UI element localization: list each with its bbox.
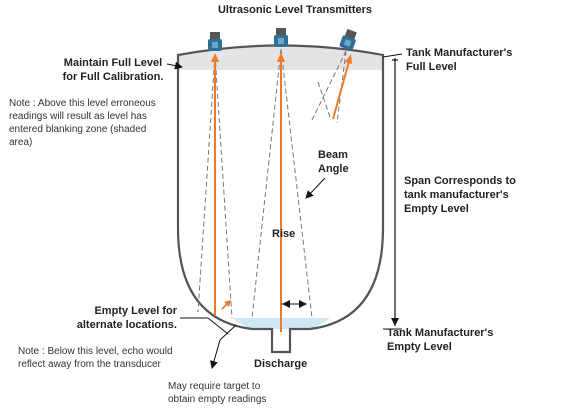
label-maintain-full-level: Maintain Full Level for Full Calibration… [62, 57, 164, 83]
note-below-level: Note : Below this level, echo would refl… [18, 346, 173, 370]
label-discharge: Discharge [254, 358, 308, 370]
label-beam-angle: Beam Angle [318, 149, 349, 175]
label-span: Span Corresponds to tank manufacturer's … [404, 175, 516, 215]
transducer-icon-center [274, 28, 288, 47]
left-arrowhead [211, 53, 219, 62]
span-arrowhead [391, 318, 399, 326]
label-empty-alternate: Empty Level for alternate locations. [76, 305, 177, 331]
beam-lines [197, 48, 347, 319]
beam-angle-icon [281, 177, 326, 308]
transducer-icon [208, 32, 222, 51]
note-above-blanking: Note : Above this level erroneous readin… [9, 98, 156, 148]
diagram-title: Ultrasonic Level Transmitters [217, 4, 373, 16]
transducer-icon-angled [339, 29, 357, 51]
small-orange-arrowhead [224, 300, 231, 307]
leader-lines [166, 53, 403, 369]
label-target-note: May require target to obtain empty readi… [168, 381, 267, 405]
label-tank-empty-level: Tank Manufacturer's Empty Level [387, 327, 494, 353]
span-dimension [392, 58, 398, 326]
label-rise: Rise [272, 228, 296, 240]
angled-arrowhead [345, 54, 352, 64]
rise-arrowhead [277, 52, 285, 62]
rise-arrow-angled [332, 57, 351, 120]
label-tank-full-level: Tank Manufacturer's Full Level [406, 47, 513, 73]
